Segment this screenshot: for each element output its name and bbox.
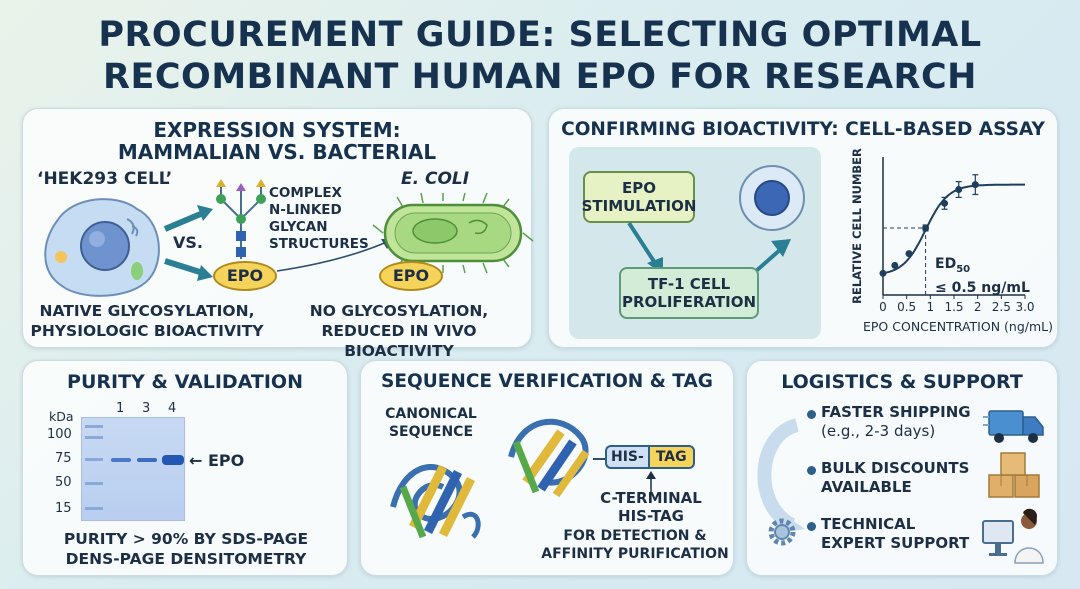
ed50-value: ≤ 0.5 ng/mL — [935, 279, 1030, 296]
fit-curve — [882, 183, 1025, 275]
bullet-dot-discounts — [807, 466, 816, 475]
his-tag-label: HIS- TAG — [605, 445, 695, 469]
y-axis-label: RELATIVE CELL NUMBER — [850, 148, 864, 304]
data-point — [955, 186, 963, 194]
ladder-band — [85, 436, 103, 439]
lane-3-band — [137, 458, 157, 462]
bullet-dot-support — [807, 522, 816, 531]
logistics-panel-title: LOGISTICS & SUPPORT — [781, 371, 1023, 393]
x-tick-label: 3.0 — [1015, 300, 1034, 314]
sequence-panel-title: SEQUENCE VERIFICATION & TAG — [381, 371, 713, 392]
bioactivity-panel-title: CONFIRMING BIOACTIVITY: CELL-BASED ASSAY — [561, 119, 1045, 140]
x-axis-label: EPO CONCENTRATION (ng/mL) — [863, 319, 1053, 334]
vs-label: VS. — [173, 233, 203, 252]
boxes-icon — [988, 452, 1040, 498]
data-point — [891, 261, 899, 269]
ladder-band — [85, 482, 103, 485]
lane-label-3: 3 — [142, 401, 151, 416]
shipping-label: FASTER SHIPPING (e.g., 2-3 days) — [821, 403, 971, 440]
tag-purpose-label: FOR DETECTION & AFFINITY PURIFICATION — [541, 528, 729, 562]
technical-support-label: TECHNICAL EXPERT SUPPORT — [821, 515, 970, 552]
ladder-band — [85, 507, 103, 510]
glycan-structure-icon — [216, 179, 266, 259]
expression-system-panel: EXPRESSION SYSTEM: MAMMALIAN VS. BACTERI… — [22, 108, 534, 360]
tag-pointer-arrow — [646, 471, 656, 493]
tf1-proliferation-box: TF-1 CELL PROLIFERATION — [619, 267, 759, 319]
x-tick-label: 0.5 — [897, 300, 916, 314]
sequence-panel: SEQUENCE VERIFICATION & TAG CANONICAL SE… — [360, 360, 734, 576]
native-glycosylation-caption: NATIVE GLYCOSYLATION, PHYSIOLOGIC BIOACT… — [30, 302, 264, 340]
hek293-label: ‘HEK293 CELL’ — [37, 169, 173, 189]
ladder-label-75: 75 — [55, 451, 72, 466]
tagged-protein-structure-icon — [508, 418, 590, 498]
ecoli-bacterium-icon — [372, 192, 534, 274]
gel-image — [81, 417, 185, 521]
logistics-panel: LOGISTICS & SUPPORT FASTER SHIPPING (e.g… — [746, 360, 1058, 576]
no-glycosylation-caption: NO GLYCOSYLATION, REDUCED IN VIVO BIOACT… — [309, 302, 489, 360]
epo-band-arrow: ← EPO — [189, 451, 245, 470]
his-segment: HIS- — [605, 445, 648, 469]
ed50-sub: 50 — [956, 263, 971, 275]
page-title: PROCUREMENT GUIDE: SELECTING OPTIMAL REC… — [98, 15, 982, 97]
data-point — [922, 224, 930, 232]
expression-arrows — [163, 205, 213, 281]
expression-panel-title: EXPRESSION SYSTEM: MAMMALIAN VS. BACTERI… — [117, 118, 437, 164]
epo-stimulation-box: EPO STIMULATION — [582, 171, 696, 223]
x-tick-label: 0 — [879, 300, 887, 314]
x-tick-label: 2 — [974, 300, 982, 314]
purity-caption: PURITY > 90% BY SDS-PAGE DENS-PAGE DENSI… — [63, 530, 309, 568]
ladder-band — [85, 425, 103, 428]
x-tick-label: 2.5 — [992, 300, 1011, 314]
hek293-cell-icon — [44, 198, 160, 297]
purity-panel-title: PURITY & VALIDATION — [67, 371, 303, 393]
bioactivity-panel: CONFIRMING BIOACTIVITY: CELL-BASED ASSAY… — [548, 108, 1058, 348]
expert-support-icon — [982, 508, 1044, 564]
ladder-band — [85, 458, 103, 461]
tf1-cell-icon — [739, 165, 805, 231]
lane-1-band — [111, 458, 131, 462]
data-point — [971, 181, 979, 189]
epo-glycosylated-label: EPO — [213, 261, 277, 291]
glycan-label: COMPLEX N-LINKED GLYCAN STRUCTURES — [269, 185, 369, 252]
ladder-label-15: 15 — [55, 501, 72, 516]
canonical-sequence-label: CANONICAL SEQUENCE — [385, 406, 477, 440]
x-tick-label: 1.5 — [944, 300, 963, 314]
ladder-label-50: 50 — [55, 475, 72, 490]
data-point — [941, 199, 949, 207]
lane-4-band — [162, 455, 184, 465]
ed50-annotation: ED50 ≤ 0.5 ng/mL — [935, 255, 1030, 297]
lane-label-1: 1 — [116, 401, 125, 416]
ed50-main: ED — [935, 256, 957, 272]
delivery-truck-icon — [983, 410, 1044, 443]
data-point — [879, 269, 887, 277]
x-tick-label: 1 — [927, 300, 935, 314]
lane-label-4: 4 — [168, 401, 177, 416]
epo-bacterial-label: EPO — [379, 261, 443, 291]
data-point — [905, 250, 913, 258]
purity-panel: PURITY & VALIDATION kDa 100 75 50 15 1 3… — [22, 360, 348, 576]
ecoli-label: E. COLI — [401, 169, 470, 189]
tag-segment: TAG — [647, 445, 695, 469]
bullet-dot-shipping — [807, 410, 816, 419]
bulk-discounts-label: BULK DISCOUNTS AVAILABLE — [821, 459, 970, 496]
protein-structure-icon — [390, 464, 481, 539]
c-terminal-label: C-TERMINAL HIS-TAG — [600, 489, 702, 525]
kda-label: kDa — [49, 409, 74, 424]
gear-icon — [768, 518, 796, 546]
ladder-label-100: 100 — [47, 427, 72, 442]
